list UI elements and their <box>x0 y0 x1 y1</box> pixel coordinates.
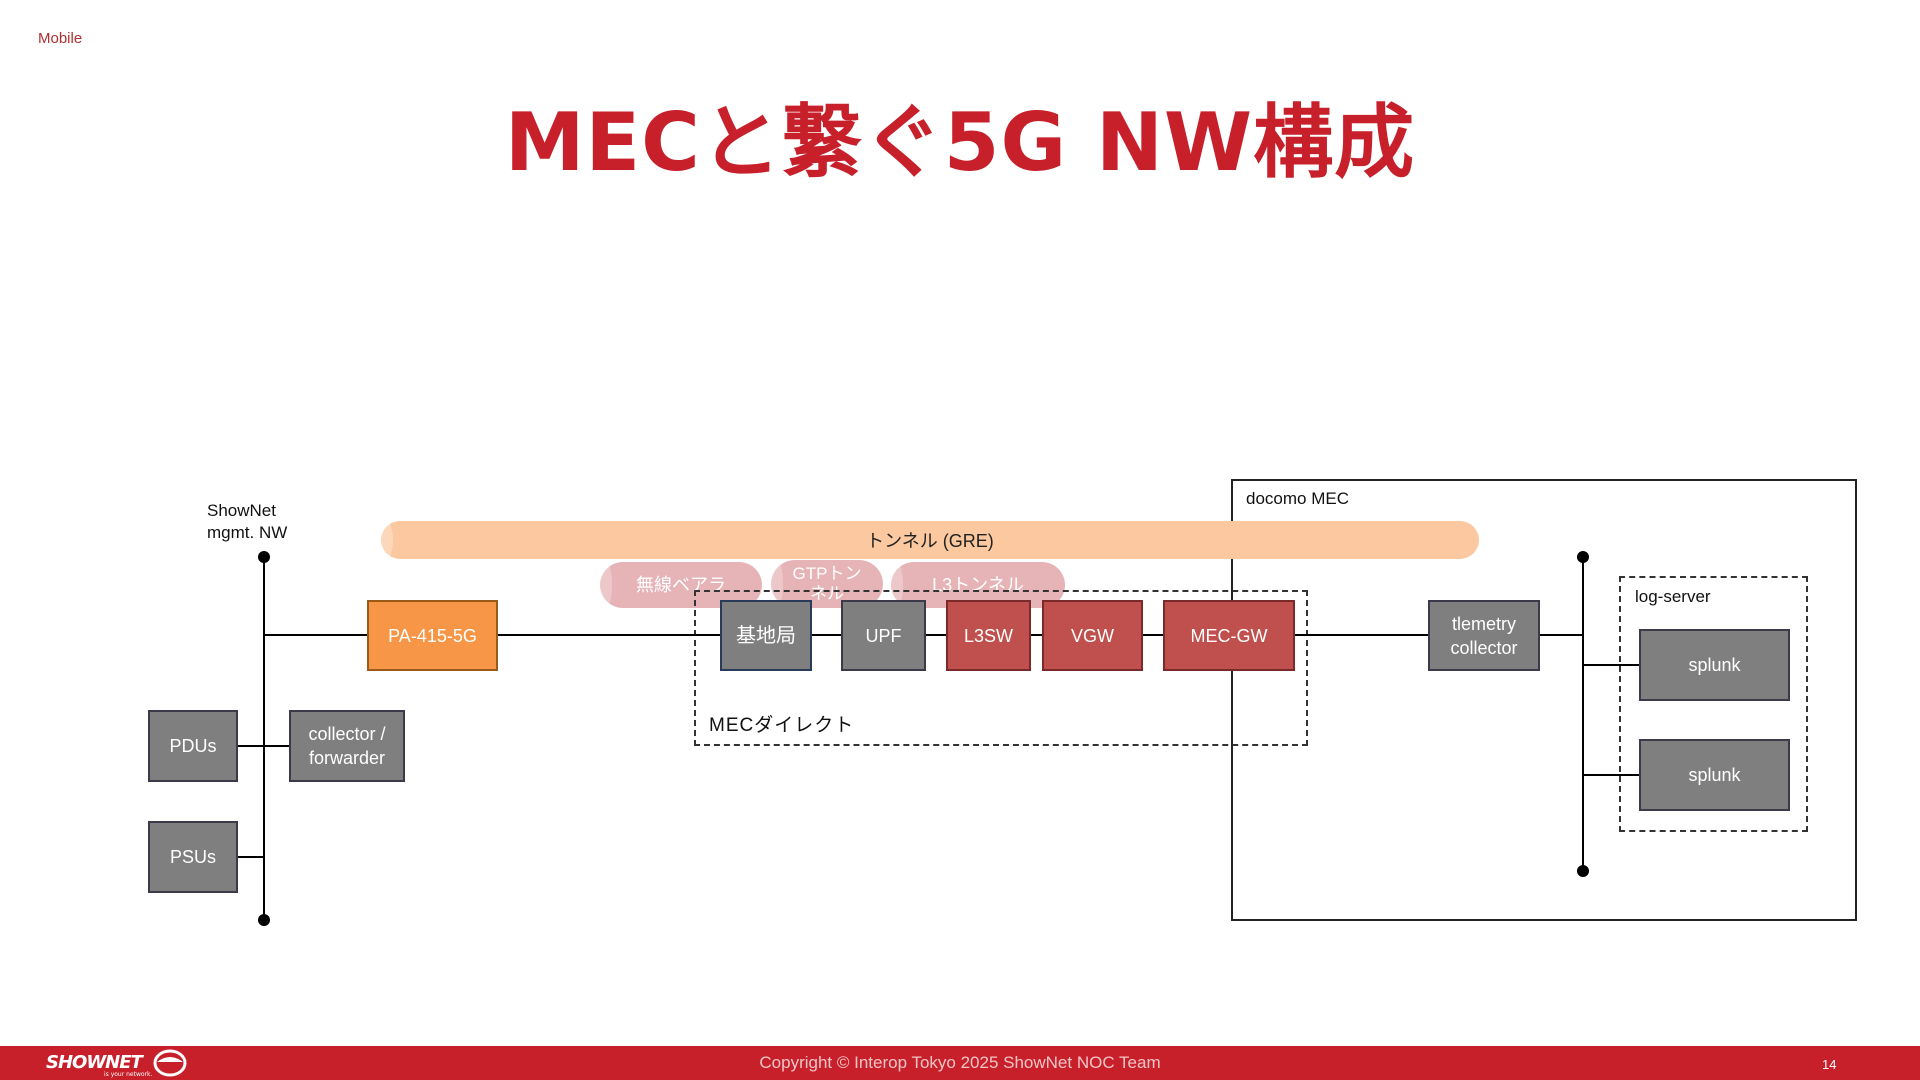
mgmt-bus-top-dot <box>258 551 270 563</box>
shownet-logo-text: SHOWNET <box>46 1052 145 1073</box>
mec-gw-node: MEC-GW <box>1163 600 1295 671</box>
splunk-2-label: splunk <box>1688 765 1741 785</box>
link-upf-to-l3sw <box>925 634 947 636</box>
pdus-node: PDUs <box>148 710 238 782</box>
shownet-logo: SHOWNET is your network. <box>46 1049 187 1078</box>
link-log-bus-to-splunk-1 <box>1583 664 1640 666</box>
log-bus-bottom-dot <box>1577 865 1589 877</box>
link-telemetry-to-log-bus <box>1539 634 1583 636</box>
base-station-node: 基地局 <box>720 600 812 671</box>
psus-node: PSUs <box>148 821 238 893</box>
splunk-1-label: splunk <box>1688 655 1741 675</box>
psus-label: PSUs <box>169 847 216 867</box>
vgw-node: VGW <box>1042 600 1143 671</box>
footer-bar <box>0 1046 1920 1080</box>
log-server-label: log-server <box>1635 587 1711 606</box>
page-number: 14 <box>1822 1057 1837 1072</box>
link-pa-to-base-station <box>498 634 721 636</box>
shownet-logo-tagline: is your network. <box>104 1071 152 1078</box>
log-server-group <box>1619 576 1808 832</box>
docomo-mec-label: docomo MEC <box>1246 489 1349 508</box>
vgw-label: VGW <box>1071 625 1114 646</box>
log-bus-line <box>1582 557 1584 871</box>
log-bus-top-dot <box>1577 551 1589 563</box>
docomo-mec-frame <box>1231 479 1857 921</box>
gre-tunnel-label: トンネル (GRE) <box>866 531 994 551</box>
upf-node: UPF <box>841 600 926 671</box>
link-pdus-to-bus <box>237 745 264 747</box>
mec-gw-label: MEC-GW <box>1190 625 1268 646</box>
l3sw-label: L3SW <box>963 625 1014 646</box>
telemetry-collector-label-line2: collector <box>1450 637 1518 658</box>
link-base-station-to-upf <box>811 634 842 636</box>
mec-direct-label: MECダイレクト <box>709 715 855 736</box>
splunk-node-1: splunk <box>1639 629 1790 701</box>
collector-forwarder-label-line2: forwarder <box>308 748 386 768</box>
link-bus-to-pa <box>264 634 368 636</box>
collector-forwarder-label-line1: collector / <box>308 724 386 744</box>
collector-forwarder-node: collector / forwarder <box>289 710 405 782</box>
base-station-label: 基地局 <box>736 624 796 647</box>
pa-415-5g-node: PA-415-5G <box>367 600 498 671</box>
gre-tunnel: トンネル (GRE) <box>381 521 1479 559</box>
shownet-logo-mark-icon <box>153 1049 187 1077</box>
mec-direct-group <box>694 590 1308 746</box>
link-log-bus-to-splunk-2 <box>1583 774 1640 776</box>
mgmt-nw-label: ShowNet mgmt. NW <box>207 500 287 544</box>
page-title: MECと繋ぐ5G NW構成 <box>504 96 1416 189</box>
mgmt-nw-label-line2: mgmt. NW <box>207 523 288 542</box>
l3sw-node: L3SW <box>946 600 1031 671</box>
link-psus-to-bus <box>237 856 264 858</box>
telemetry-collector-node: tlemetry collector <box>1428 600 1540 671</box>
mgmt-bus-line <box>263 557 265 921</box>
telemetry-collector-label-line1: tlemetry <box>1451 613 1516 634</box>
link-bus-to-collector <box>264 745 290 747</box>
splunk-node-2: splunk <box>1639 739 1790 811</box>
footer-copyright: Copyright © Interop Tokyo 2025 ShowNet N… <box>759 1053 1161 1072</box>
gtp-tunnel-label-line1: GTPトン <box>792 564 862 583</box>
link-l3sw-to-vgw <box>1030 634 1043 636</box>
gtp-tunnel-label-line2: ネル <box>810 584 844 603</box>
link-vgw-to-mec-gw <box>1142 634 1164 636</box>
pa-415-5g-label: PA-415-5G <box>388 625 477 646</box>
mgmt-bus-bottom-dot <box>258 914 270 926</box>
upf-label: UPF <box>865 625 902 646</box>
section-label: Mobile <box>38 30 83 47</box>
link-mec-gw-to-telemetry <box>1294 634 1429 636</box>
pdus-label: PDUs <box>169 736 217 756</box>
mgmt-nw-label-line1: ShowNet <box>207 501 276 520</box>
